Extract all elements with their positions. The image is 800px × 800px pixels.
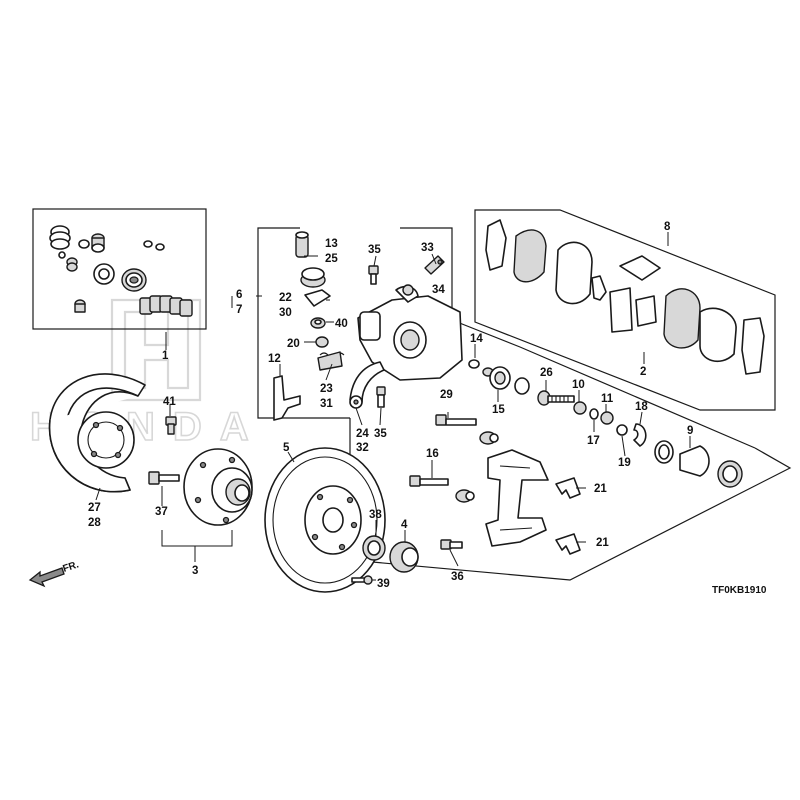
bolt-41 bbox=[165, 416, 177, 435]
kit-box-1 bbox=[32, 208, 207, 330]
callout-6: 6 bbox=[236, 289, 242, 301]
callout-9: 9 bbox=[687, 425, 693, 437]
leader-lines bbox=[95, 232, 691, 581]
callout-19: 19 bbox=[618, 457, 631, 469]
pin-29 bbox=[435, 414, 499, 445]
callout-29: 29 bbox=[440, 389, 453, 401]
callout-27: 27 bbox=[88, 502, 101, 514]
callout-39: 39 bbox=[377, 578, 390, 590]
hub-nut-38 bbox=[362, 535, 386, 561]
backing-plate bbox=[48, 373, 146, 493]
callout-28: 28 bbox=[88, 517, 101, 529]
callout-5: 5 bbox=[283, 442, 290, 454]
callout-12: 12 bbox=[268, 353, 281, 365]
callout-38: 38 bbox=[369, 509, 382, 521]
callout-11: 11 bbox=[601, 393, 614, 405]
callout-1: 1 bbox=[162, 350, 169, 362]
bolt-36 bbox=[440, 539, 463, 550]
brake-rotor bbox=[264, 447, 386, 593]
callout-18: 18 bbox=[635, 401, 648, 413]
callout-17: 17 bbox=[587, 435, 600, 447]
callout-4: 4 bbox=[401, 519, 408, 531]
callout-3: 3 bbox=[192, 565, 198, 577]
piston-group bbox=[468, 359, 743, 488]
caliper-box-6-7 bbox=[257, 227, 453, 419]
callout-30: 30 bbox=[279, 307, 292, 319]
callout-22: 22 bbox=[279, 292, 292, 304]
callout-24: 24 bbox=[356, 428, 369, 440]
adjuster-26 bbox=[537, 390, 575, 406]
callout-2: 2 bbox=[640, 366, 646, 378]
boot-22-30 bbox=[300, 267, 331, 307]
seal-40 bbox=[310, 317, 326, 329]
callout-21-upper: 21 bbox=[594, 483, 607, 495]
hub-bearing bbox=[183, 448, 253, 526]
clip-21-upper bbox=[555, 477, 581, 499]
direction-label: FR. bbox=[62, 559, 81, 575]
hub-bolt-37 bbox=[148, 471, 180, 485]
callout-37: 37 bbox=[155, 506, 168, 518]
callout-32: 32 bbox=[356, 442, 369, 454]
pin-13-25 bbox=[295, 231, 309, 258]
spring-23-31 bbox=[317, 351, 345, 371]
callout-35-upper: 35 bbox=[368, 244, 381, 256]
parking-lever bbox=[349, 361, 385, 409]
callout-23: 23 bbox=[320, 383, 333, 395]
brake-pads bbox=[485, 219, 765, 375]
pin-16 bbox=[409, 475, 475, 503]
caliper-body bbox=[357, 284, 463, 381]
boot-kit-parts bbox=[49, 225, 193, 317]
callout-labels: 1 2 3 4 5 6 7 8 9 10 11 12 13 14 15 16 1… bbox=[88, 221, 693, 590]
boot-20 bbox=[315, 336, 329, 348]
front-direction-arrow: FR. bbox=[28, 559, 81, 588]
callout-40: 40 bbox=[335, 318, 348, 330]
bolt-35-lower bbox=[376, 386, 386, 408]
callout-36: 36 bbox=[451, 571, 464, 583]
bleeder-33-34 bbox=[424, 255, 445, 275]
callout-25: 25 bbox=[325, 253, 338, 265]
callout-7: 7 bbox=[236, 304, 242, 316]
hub-cap-4 bbox=[389, 541, 419, 573]
callout-26: 26 bbox=[540, 367, 553, 379]
callout-13: 13 bbox=[325, 238, 338, 250]
callout-20: 20 bbox=[287, 338, 300, 350]
diagram-code: TF0KB1910 bbox=[712, 585, 767, 596]
callout-34: 34 bbox=[432, 284, 445, 296]
callout-16: 16 bbox=[426, 448, 439, 460]
bleeder-35 bbox=[368, 265, 379, 285]
callout-14: 14 bbox=[470, 333, 483, 345]
clip-21-lower bbox=[555, 533, 581, 555]
callout-21-lower: 21 bbox=[596, 537, 609, 549]
pad-box-8 bbox=[474, 209, 776, 411]
callout-15: 15 bbox=[492, 404, 505, 416]
bracket-12 bbox=[273, 375, 301, 421]
callout-31: 31 bbox=[320, 398, 333, 410]
callout-8: 8 bbox=[664, 221, 671, 233]
callout-10: 10 bbox=[572, 379, 585, 391]
callout-41: 41 bbox=[163, 396, 176, 408]
callout-35-lower: 35 bbox=[374, 428, 387, 440]
screw-39 bbox=[351, 575, 373, 585]
caliper-bracket bbox=[485, 449, 549, 547]
callout-33: 33 bbox=[421, 242, 434, 254]
